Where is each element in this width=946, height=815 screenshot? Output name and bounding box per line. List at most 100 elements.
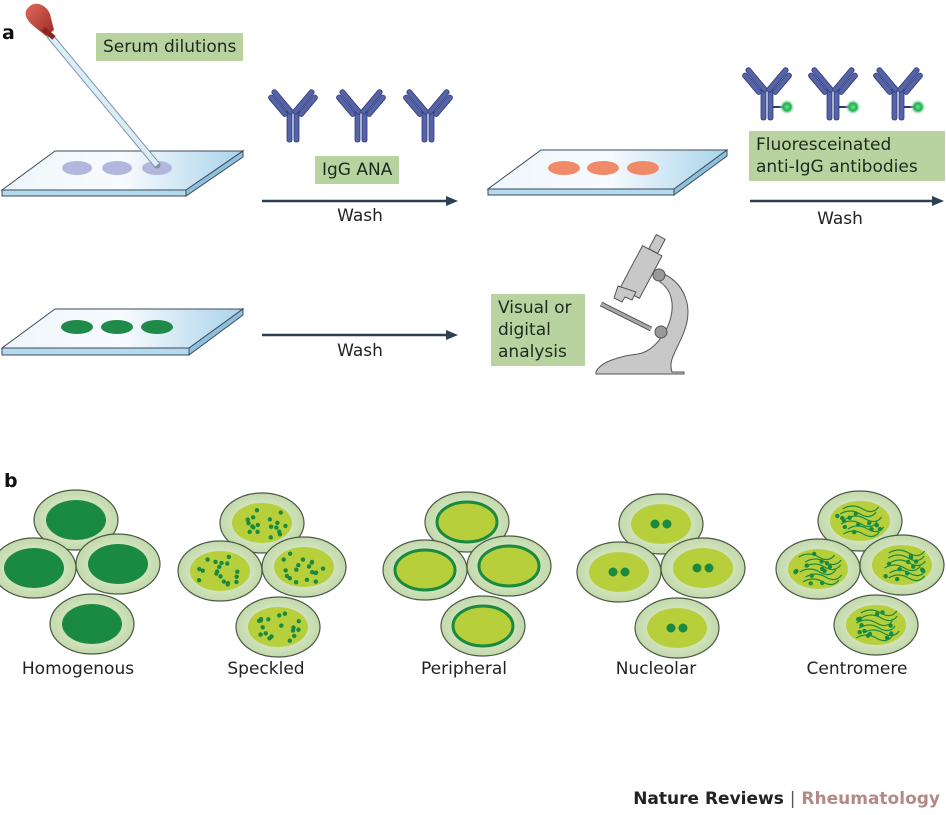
cell-icon	[261, 536, 347, 598]
nucleolus	[666, 623, 676, 633]
fluorophore-dot	[910, 99, 926, 115]
speckle-dot	[196, 578, 202, 583]
ana-spot	[627, 161, 659, 175]
centromere-dot	[904, 571, 910, 576]
centromere-dot	[911, 564, 916, 569]
speckle-dot	[268, 524, 274, 529]
cell-icon	[0, 537, 77, 599]
cell-icon	[440, 595, 526, 657]
chromosome-strand	[804, 558, 842, 566]
speckle-dot	[255, 529, 260, 535]
centromere-dot	[804, 563, 810, 568]
speckle-dot	[300, 557, 306, 562]
chromosome-strand	[842, 505, 880, 513]
cell-icon	[424, 491, 510, 553]
speckle-dot	[250, 524, 255, 529]
nucleus	[673, 548, 733, 588]
pattern-label-speckled: Speckled	[227, 659, 305, 679]
cell-icon	[576, 541, 662, 603]
speckle-dot	[268, 535, 273, 540]
chromosome-strand	[799, 568, 837, 576]
speckle-dot	[275, 520, 280, 526]
speckle-dot	[274, 525, 279, 530]
centromere-dot	[889, 631, 894, 636]
centromere-dot	[866, 520, 872, 526]
wash-arrow-2	[750, 196, 944, 206]
speckle-dot	[269, 634, 274, 639]
speckle-dot	[213, 559, 218, 565]
nucleus	[4, 548, 64, 588]
speckle-dot	[320, 566, 326, 571]
centromere-dot	[811, 551, 817, 557]
chromosome-strand	[887, 554, 925, 562]
speckle-dot	[287, 551, 293, 556]
nucleus	[88, 544, 148, 584]
chromosome-strand	[843, 530, 880, 538]
panel-b-letter: b	[4, 470, 18, 492]
speckle-dot	[255, 522, 261, 528]
nucleus	[62, 604, 122, 644]
speckle-dot	[278, 510, 283, 515]
speckle-dot	[263, 631, 268, 636]
centromere-dot	[859, 623, 864, 628]
journal-name: Nature Reviews	[633, 789, 784, 809]
speckle-dot	[221, 579, 227, 584]
centromere-dot	[857, 616, 863, 622]
nucleolus	[620, 567, 630, 577]
speckle-dot	[226, 554, 232, 560]
chromosome-strand	[858, 624, 896, 632]
nucleus	[232, 503, 292, 543]
cell-icon	[817, 490, 903, 552]
centromere-dot	[857, 629, 862, 635]
centromere-dot	[897, 566, 902, 572]
ana-patterns	[0, 489, 945, 659]
igg-ana-antibodies	[268, 89, 453, 143]
pattern-homogenous	[0, 489, 161, 655]
speckle-dot	[267, 517, 273, 522]
fluoresceinated-label-line1: Fluoresceinated	[756, 135, 892, 155]
centromere-dot	[877, 526, 883, 532]
centromere-dot	[822, 568, 827, 573]
pipette-icon	[25, 3, 161, 169]
cell-icon	[75, 533, 161, 595]
centromere-dot	[808, 581, 813, 586]
fluorescent-antibody-icon	[742, 67, 795, 121]
pattern-label-nucleolar: Nucleolar	[615, 659, 697, 679]
fluor-spot	[101, 320, 133, 334]
centromere-dot	[880, 610, 885, 615]
centromere-dot	[809, 573, 814, 578]
centromere-dot	[874, 523, 879, 528]
nucleus	[589, 552, 649, 592]
centromere-dot	[884, 635, 890, 641]
centromere-dot	[835, 513, 840, 519]
centromere-dot	[905, 559, 911, 565]
speckle-dot	[313, 579, 318, 584]
speckle-dot	[258, 618, 264, 623]
microscope-icon	[595, 233, 689, 375]
cell-icon	[618, 493, 704, 555]
speckle-dot	[283, 568, 288, 573]
speckle-dot	[287, 638, 293, 643]
nucleus	[248, 607, 308, 647]
chromosome-strand	[888, 549, 926, 557]
fluorophore-dot	[845, 99, 861, 115]
wash-arrow-3	[262, 330, 458, 340]
nucleolus	[692, 563, 702, 573]
centromere-dot	[874, 611, 880, 617]
nucleus	[46, 500, 106, 540]
centromere-dot	[841, 518, 847, 524]
serum-spot	[102, 161, 132, 175]
chromosome-strand	[804, 563, 842, 571]
nucleolus	[608, 567, 618, 577]
pattern-peripheral	[382, 491, 552, 657]
speckle-dot	[266, 617, 271, 622]
chromosome-strand	[889, 569, 926, 577]
cell-icon	[177, 540, 263, 602]
speckle-dot	[296, 619, 301, 624]
speckle-dot	[218, 574, 223, 579]
chromosome-strand	[798, 553, 836, 561]
centromere-dot	[888, 623, 893, 628]
nucleus	[274, 547, 334, 587]
fluoresceinated-label: Fluoresceinated anti-IgG antibodies	[749, 131, 945, 181]
